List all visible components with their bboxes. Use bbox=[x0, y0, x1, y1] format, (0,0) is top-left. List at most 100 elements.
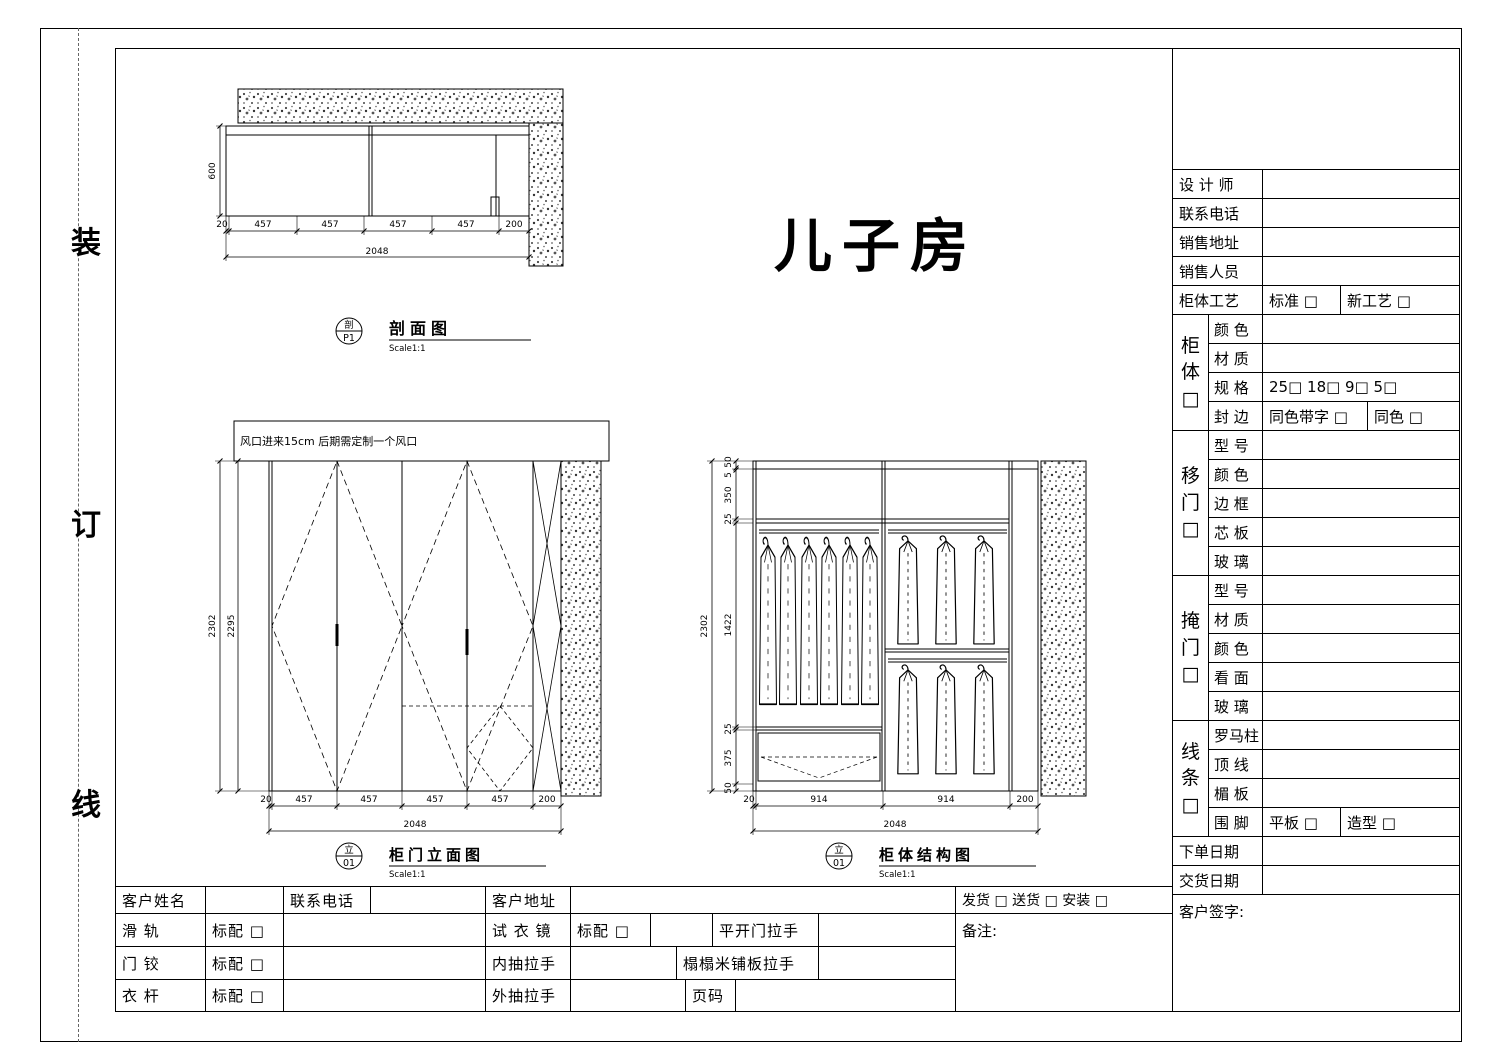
field-value bbox=[1263, 605, 1459, 633]
dim-label: 200 bbox=[1016, 795, 1033, 805]
view-title: 柜门立面图 bbox=[388, 846, 484, 864]
page-border bbox=[40, 28, 1462, 1042]
clothes-rail-standard: 标配 □ bbox=[206, 980, 284, 1011]
dim-label: 457 bbox=[360, 795, 377, 805]
vent-note-box bbox=[233, 420, 610, 462]
elevation-extension-lines bbox=[215, 460, 562, 835]
spec-options: 25□ 18□ 9□ 5□ bbox=[1269, 378, 1398, 396]
field-value bbox=[1263, 257, 1459, 285]
craft-option-new: 新工艺 □ bbox=[1347, 291, 1411, 310]
field-value bbox=[1263, 750, 1459, 778]
field-value bbox=[1263, 866, 1459, 894]
field-label: 颜 色 bbox=[1209, 634, 1263, 662]
field-label: 颜 色 bbox=[1209, 460, 1263, 488]
dim-label: 457 bbox=[321, 220, 338, 230]
field-label: 颜 色 bbox=[1209, 315, 1263, 343]
group-cabinet-body: 柜 体 □ 颜 色 材 质 规 格 25□ 18□ 9□ 5□ 封 边同色带字 □… bbox=[1173, 315, 1459, 431]
blank-cell bbox=[571, 947, 677, 979]
field-value bbox=[1263, 460, 1459, 488]
swing-door-handle-label: 平开门拉手 bbox=[713, 914, 819, 946]
customer-table: 客户姓名 联系电话 客户地址 发货 □ 送货 □ 安装 □ 滑 轨 标配 □ 试… bbox=[116, 886, 1173, 1011]
group-label: 移 门 □ bbox=[1173, 431, 1209, 576]
order-info-panel: 设 计 师 联系电话 销售地址 销售人员 柜体工艺 标准 □ 新工艺 □ 柜 体… bbox=[1173, 169, 1459, 1011]
view-scale: Scale1:1 bbox=[389, 870, 426, 880]
customer-signature-area: 客户签字: bbox=[1173, 895, 1459, 1011]
dim-label: 25 bbox=[724, 513, 734, 524]
blank-cell bbox=[571, 980, 686, 1011]
customer-address-label: 客户地址 bbox=[486, 887, 571, 913]
wall-hatch-top bbox=[237, 88, 564, 124]
dim-label: 20 bbox=[216, 220, 228, 230]
section-dimension-lines bbox=[217, 123, 532, 260]
field-label: 柜体工艺 bbox=[1173, 286, 1263, 314]
group-label: 柜 体 □ bbox=[1173, 315, 1209, 431]
hanging-clothes-right-top bbox=[897, 535, 995, 645]
section-view: 600 20 457 457 457 457 200 2048 剖 P1 剖面图… bbox=[208, 88, 564, 354]
field-label: 材 质 bbox=[1209, 605, 1263, 633]
shipping-options: 发货 □ 送货 □ 安装 □ bbox=[962, 893, 1108, 909]
dim-label: 457 bbox=[254, 220, 271, 230]
view-scale: Scale1:1 bbox=[389, 344, 426, 354]
field-label: 联系电话 bbox=[1173, 199, 1263, 227]
field-value bbox=[1263, 199, 1459, 227]
dim-label: 457 bbox=[426, 795, 443, 805]
accessory-row-3: 衣 杆 标配 □ 外抽拉手 页码 bbox=[116, 980, 956, 1011]
blank-cell bbox=[819, 914, 956, 946]
group-hinged-door: 掩 门 □ 型 号 材 质 颜 色 看 面 玻 璃 bbox=[1173, 576, 1459, 721]
field-label: 下单日期 bbox=[1173, 837, 1263, 865]
cad-drawing: 600 20 457 457 457 457 200 2048 剖 P1 剖面图… bbox=[208, 88, 1087, 880]
dim-label: 200 bbox=[538, 795, 555, 805]
blank-cell bbox=[284, 980, 486, 1011]
dim-label: 457 bbox=[457, 220, 474, 230]
structure-dimension-lines bbox=[709, 458, 1041, 834]
group-label: 掩 门 □ bbox=[1173, 576, 1209, 721]
skirting-option-flat: 平板 □ bbox=[1263, 808, 1341, 836]
dim-label: 200 bbox=[505, 220, 522, 230]
elevation-dimension-lines bbox=[217, 458, 564, 834]
field-value bbox=[1263, 344, 1459, 372]
form-row-sales-address: 销售地址 bbox=[1173, 228, 1459, 257]
craft-option-standard: 标准 □ bbox=[1263, 286, 1341, 314]
blank-cell bbox=[819, 947, 956, 979]
field-value bbox=[1263, 779, 1459, 807]
slide-rail-standard: 标配 □ bbox=[206, 914, 284, 946]
binding-text-zhuang: 装 bbox=[71, 226, 101, 261]
view-title: 柜体结构图 bbox=[878, 846, 974, 864]
form-row-sales-person: 销售人员 bbox=[1173, 257, 1459, 286]
dim-label: 914 bbox=[937, 795, 954, 805]
fitting-mirror-label: 试 衣 镜 bbox=[486, 914, 571, 946]
view-tag-no: 01 bbox=[833, 858, 845, 869]
field-label: 封 边 bbox=[1209, 402, 1263, 430]
drawer bbox=[757, 732, 881, 782]
field-label: 型 号 bbox=[1209, 576, 1263, 604]
dim-height-outer: 2302 bbox=[700, 615, 710, 638]
form-row-designer: 设 计 师 bbox=[1173, 170, 1459, 199]
field-value bbox=[1263, 576, 1459, 604]
customer-phone-value bbox=[371, 887, 486, 913]
field-label: 看 面 bbox=[1209, 663, 1263, 691]
edge-option-1: 同色带字 □ bbox=[1263, 402, 1368, 430]
field-value bbox=[1263, 315, 1459, 343]
dim-label: 1422 bbox=[724, 614, 734, 637]
edge-option-2: 同色 □ bbox=[1374, 407, 1423, 426]
page-number-label: 页码 bbox=[686, 980, 736, 1011]
field-value bbox=[1263, 547, 1459, 575]
dim-label: 457 bbox=[389, 220, 406, 230]
view-tag-no: P1 bbox=[343, 333, 355, 344]
structure-view-tag: 立 01 柜体结构图 Scale1:1 bbox=[825, 842, 1036, 880]
door-handle bbox=[465, 629, 469, 655]
field-label: 材 质 bbox=[1209, 344, 1263, 372]
field-label: 规 格 bbox=[1209, 373, 1263, 401]
field-label: 销售人员 bbox=[1173, 257, 1263, 285]
elevation-view: 风口进来15cm 后期需定制一个风口 bbox=[208, 420, 610, 880]
tatami-handle-label: 榻榻米铺板拉手 bbox=[677, 947, 819, 979]
field-value bbox=[1263, 489, 1459, 517]
blank-cell bbox=[284, 947, 486, 979]
wall-hatch-right bbox=[528, 122, 564, 267]
dim-label: 375 bbox=[724, 749, 734, 766]
inner-drawer-handle-label: 内抽拉手 bbox=[486, 947, 571, 979]
binding-text-xian: 线 bbox=[71, 788, 101, 823]
field-label: 设 计 师 bbox=[1173, 170, 1263, 198]
elevation-view-tag: 立 01 柜门立面图 Scale1:1 bbox=[335, 842, 546, 880]
field-label: 交货日期 bbox=[1173, 866, 1263, 894]
